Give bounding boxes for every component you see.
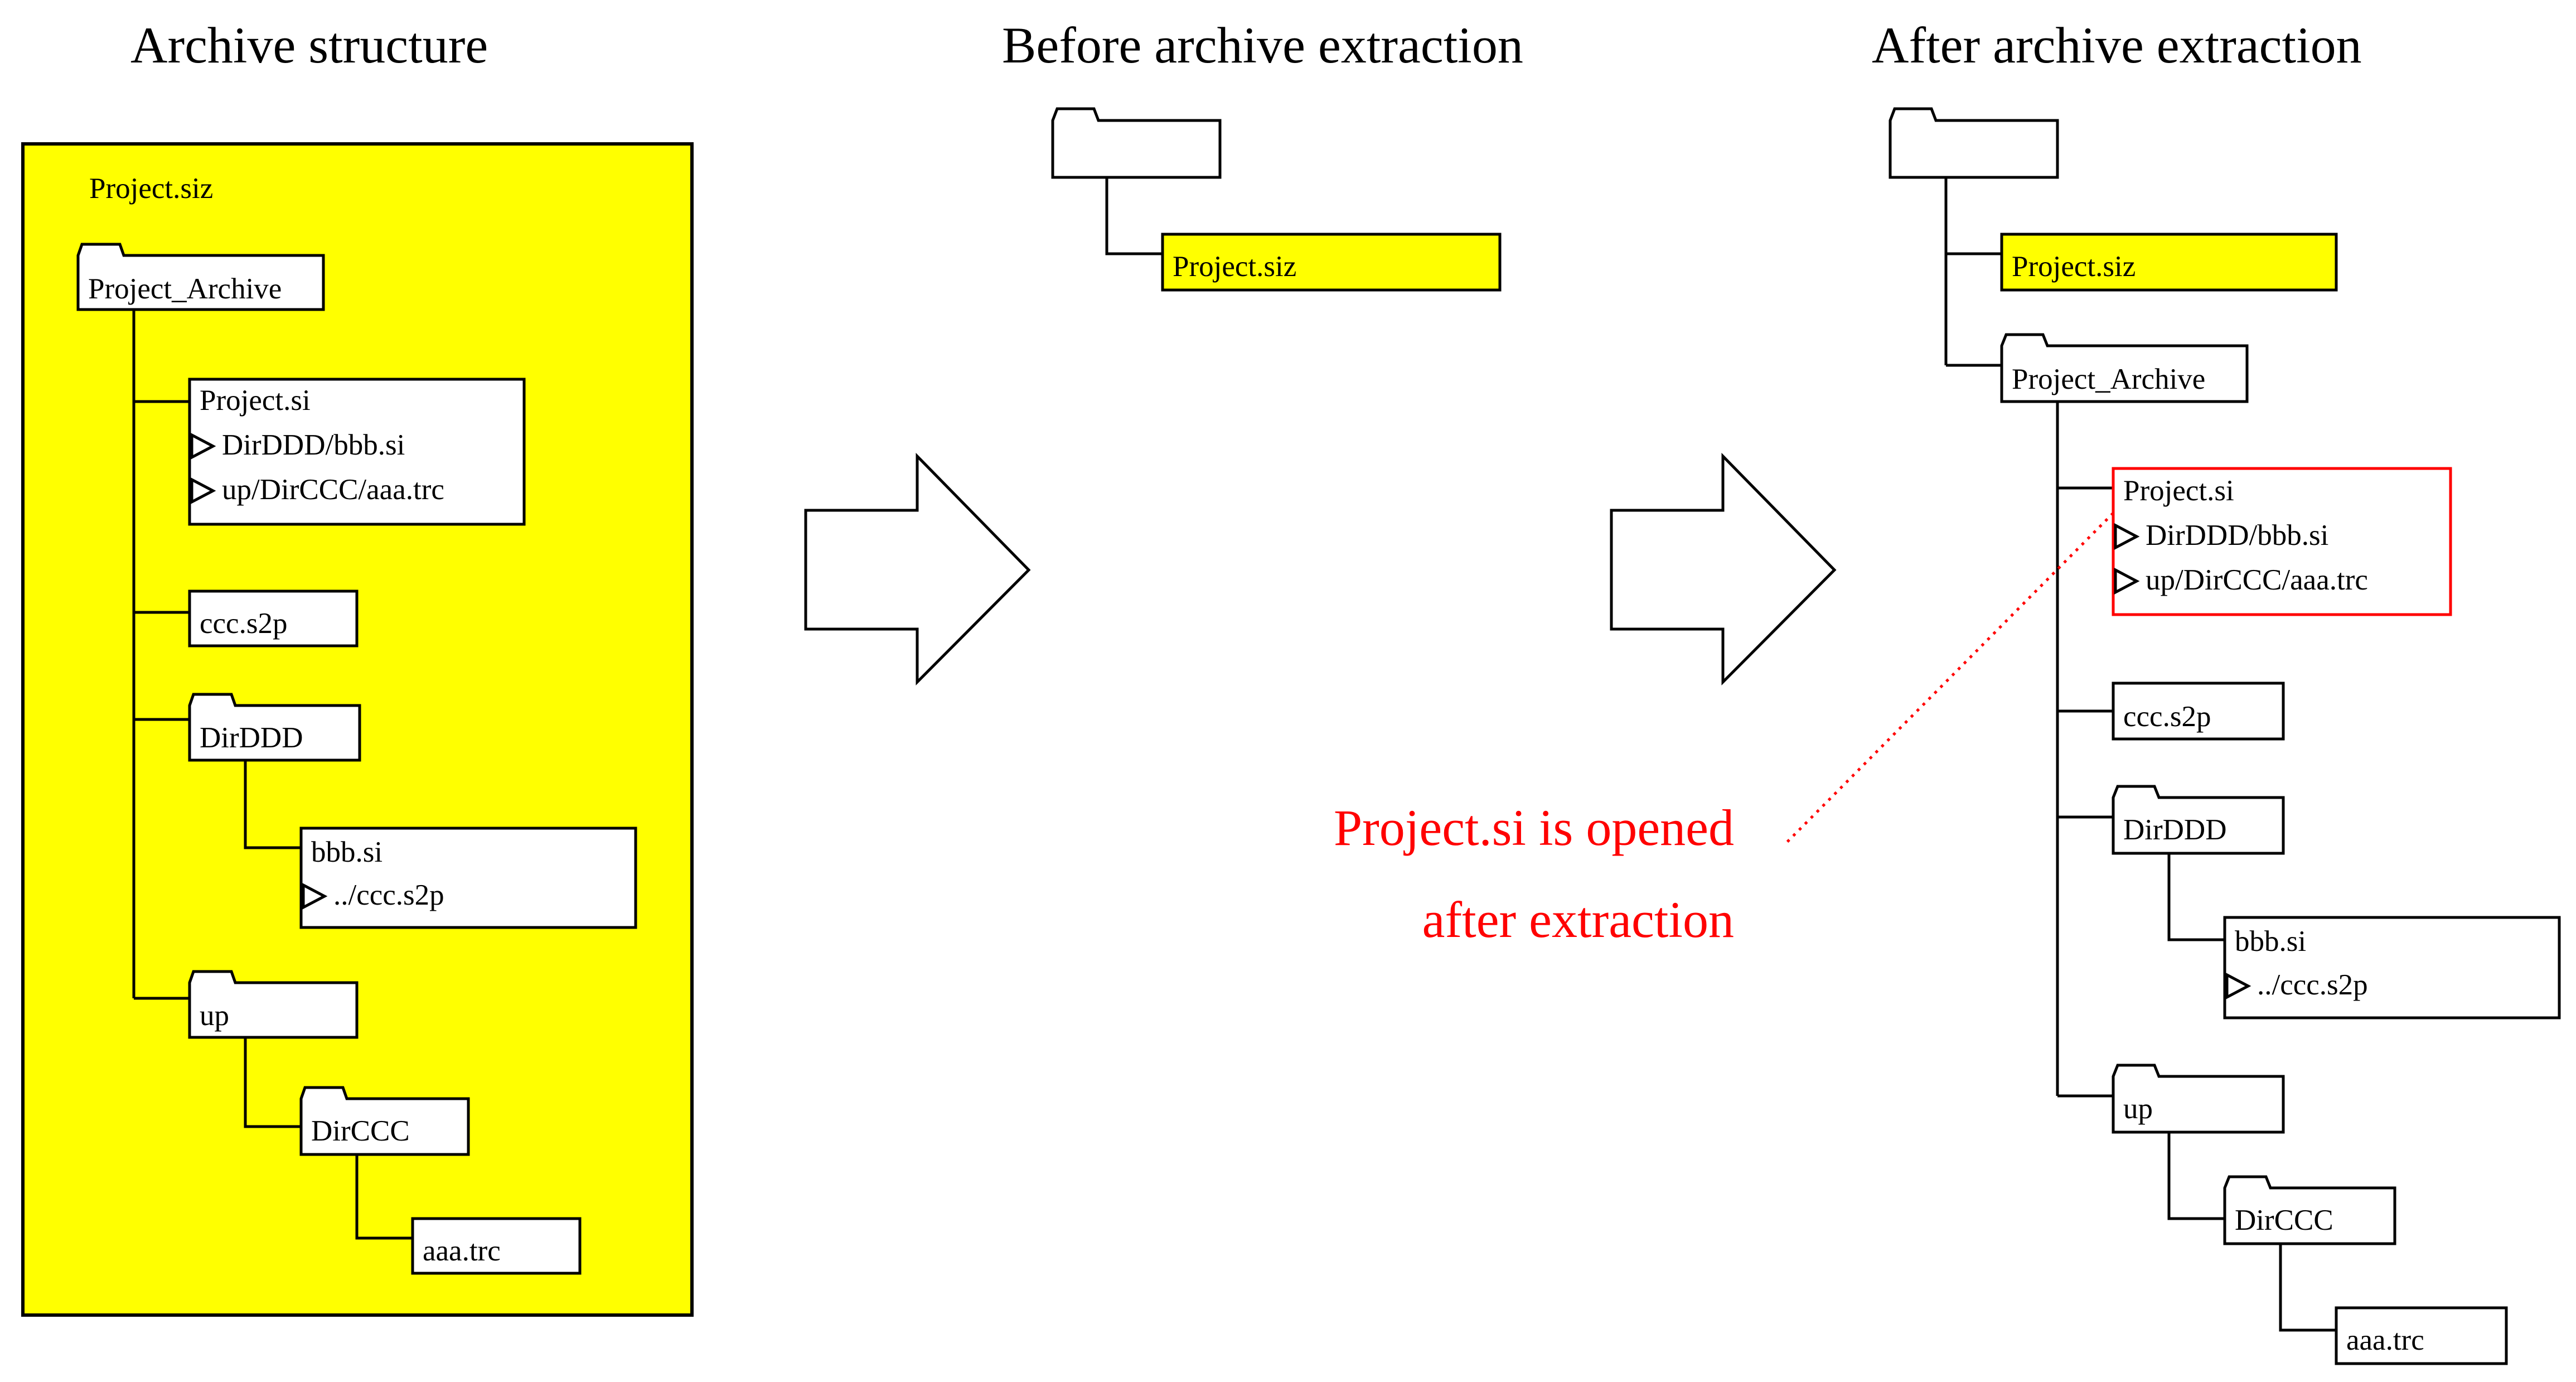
archive-up-folder: up [188, 970, 359, 1039]
annotation-line-2: after extraction [1422, 891, 1734, 948]
file-box [2223, 916, 2561, 1019]
folder-icon [2000, 333, 2249, 403]
right-arrow-icon [1610, 452, 1837, 686]
folder-icon [76, 243, 325, 311]
file-name: bbb.si [311, 836, 382, 868]
after-bbb-si-file: bbb.si ../ccc.s2p [2223, 916, 2561, 1019]
reference-triangle-icon [190, 432, 216, 460]
file-reference: DirDDD/bbb.si [2146, 519, 2328, 552]
reference-triangle-icon [302, 882, 328, 910]
folder-icon [299, 1086, 470, 1156]
heading-archive-structure: Archive structure [130, 17, 488, 74]
file-box [188, 589, 359, 647]
file-reference: up/DirCCC/aaa.trc [2146, 564, 2368, 596]
file-box [2112, 682, 2285, 741]
heading-after-extraction: After archive extraction [1872, 17, 2362, 74]
folder-icon [188, 970, 359, 1039]
archive-bbb-si-file: bbb.si ../ccc.s2p [299, 827, 637, 929]
archive-panel: Project.siz Project_Archive Project.si D… [21, 142, 694, 1317]
folder-icon [2112, 785, 2285, 855]
archive-dirddd-folder: DirDDD [188, 693, 361, 762]
folder-icon [188, 693, 361, 762]
file-box [299, 827, 637, 929]
after-ccc-s2p-file: ccc.s2p [2112, 682, 2285, 741]
heading-before-extraction: Before archive extraction [1002, 17, 1523, 74]
after-project-si-file: Project.si DirDDD/bbb.si up/DirCCC/aaa.t… [2112, 467, 2452, 616]
archive-ccc-s2p-file: ccc.s2p [188, 589, 359, 647]
annotation-line-1: Project.si is opened [1334, 799, 1734, 856]
after-project-siz-file: Project.siz [2000, 233, 2338, 292]
after-panel: Project.siz Project_Archive Project.si D… [1889, 107, 2561, 1365]
folder-icon [1051, 107, 1222, 179]
file-name: ccc.s2p [2123, 700, 2211, 733]
archive-dirccc-folder: DirCCC [299, 1086, 470, 1156]
file-name: aaa.trc [423, 1235, 501, 1267]
after-aaa-trc-file: aaa.trc [2335, 1306, 2508, 1365]
file-name: Project.siz [1173, 250, 1296, 283]
file-name: Project.si [2123, 475, 2234, 507]
after-dirddd-folder: DirDDD [2112, 785, 2285, 855]
archive-file-label: Project.siz [89, 172, 213, 205]
file-name: Project.siz [2012, 250, 2136, 283]
before-project-siz-file: Project.siz [1161, 233, 1502, 292]
file-box [1161, 233, 1502, 292]
file-box [2000, 233, 2338, 292]
file-box [188, 378, 526, 526]
reference-triangle-icon [2114, 523, 2140, 550]
archive-aaa-trc-file: aaa.trc [411, 1217, 582, 1275]
after-up-folder: up [2112, 1064, 2285, 1134]
file-reference: ../ccc.s2p [333, 879, 444, 911]
folder-icon [1889, 107, 2059, 179]
right-arrow-icon [804, 452, 1031, 686]
folder-label: Project_Archive [2012, 363, 2205, 395]
archive-project-si-file: Project.si DirDDD/bbb.si up/DirCCC/aaa.t… [188, 378, 526, 526]
annotation-dotted-pointer [1783, 512, 2114, 846]
folder-icon [2223, 1175, 2396, 1245]
folder-icon [2112, 1064, 2285, 1134]
after-dirccc-folder: DirCCC [2223, 1175, 2396, 1245]
file-name: aaa.trc [2346, 1324, 2424, 1356]
folder-label: DirCCC [2235, 1204, 2333, 1236]
reference-triangle-icon [190, 477, 216, 505]
file-reference: ../ccc.s2p [2257, 969, 2368, 1001]
reference-triangle-icon [2114, 567, 2140, 595]
file-name: bbb.si [2235, 925, 2306, 958]
reference-triangle-icon [2225, 972, 2251, 1000]
file-reference: up/DirCCC/aaa.trc [222, 473, 444, 506]
highlighted-file-box [2112, 467, 2452, 616]
before-panel: Project.siz [1051, 107, 1502, 292]
file-reference: DirDDD/bbb.si [222, 429, 405, 461]
folder-label: up [200, 999, 229, 1032]
folder-label: DirDDD [200, 722, 303, 754]
file-name: Project.si [200, 384, 311, 417]
archive-root-folder: Project_Archive [76, 243, 325, 311]
file-box [2335, 1306, 2508, 1365]
folder-label: Project_Archive [88, 273, 282, 305]
before-tree-connector [1105, 177, 1163, 255]
folder-label: up [2123, 1093, 2153, 1125]
file-box [411, 1217, 582, 1275]
after-root-folder: Project_Archive [2000, 333, 2249, 403]
after-tree-connectors [1944, 177, 2336, 1332]
archive-tree-connectors [132, 310, 413, 1240]
folder-label: DirCCC [311, 1115, 410, 1147]
file-name: ccc.s2p [200, 607, 287, 640]
folder-label: DirDDD [2123, 814, 2226, 846]
